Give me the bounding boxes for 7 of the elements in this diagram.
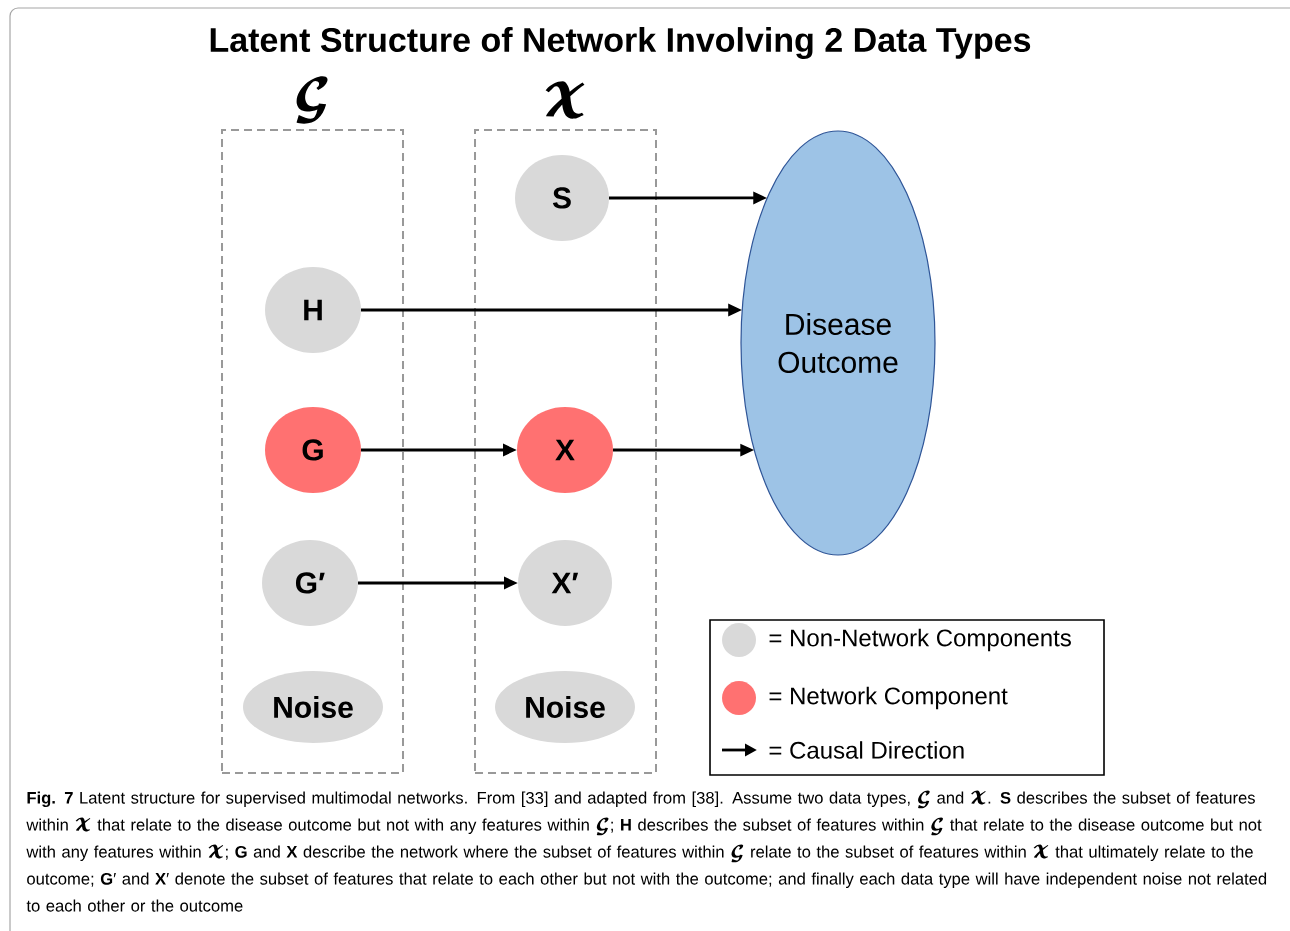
column-heading: 𝓧: [545, 81, 585, 119]
column-heading: 𝓖: [296, 76, 328, 124]
caption: Fig. 7 Latent structure for supervised multimodal networks. From [33] and adapted from [38]. Assume two data types, 𝓖 and 𝓧. S describes the subset of features within 𝓧 that relate to the disease outcome but not with any features within 𝓖; H describes the subset of features within 𝓖 that relate to the disease outcome but not with any features within 𝓧; G and X describe the network where the subset of features within 𝓖 relate to the subset of features within 𝓧 that ultimately relate to the outcome; G′ and X′ denote the subset of features that relate to each other but not with the outcome; and finally each data type will have independent noise not related to each other or the outcome: [26, 790, 1267, 912]
legend-label: = Network Component: [769, 686, 1008, 710]
title: Latent Structure of Network Involving 2 Data Types: [210, 27, 1031, 59]
legend-label: = Non-Network Components: [769, 628, 1071, 652]
legend-label: = Causal Direction: [769, 741, 964, 759]
